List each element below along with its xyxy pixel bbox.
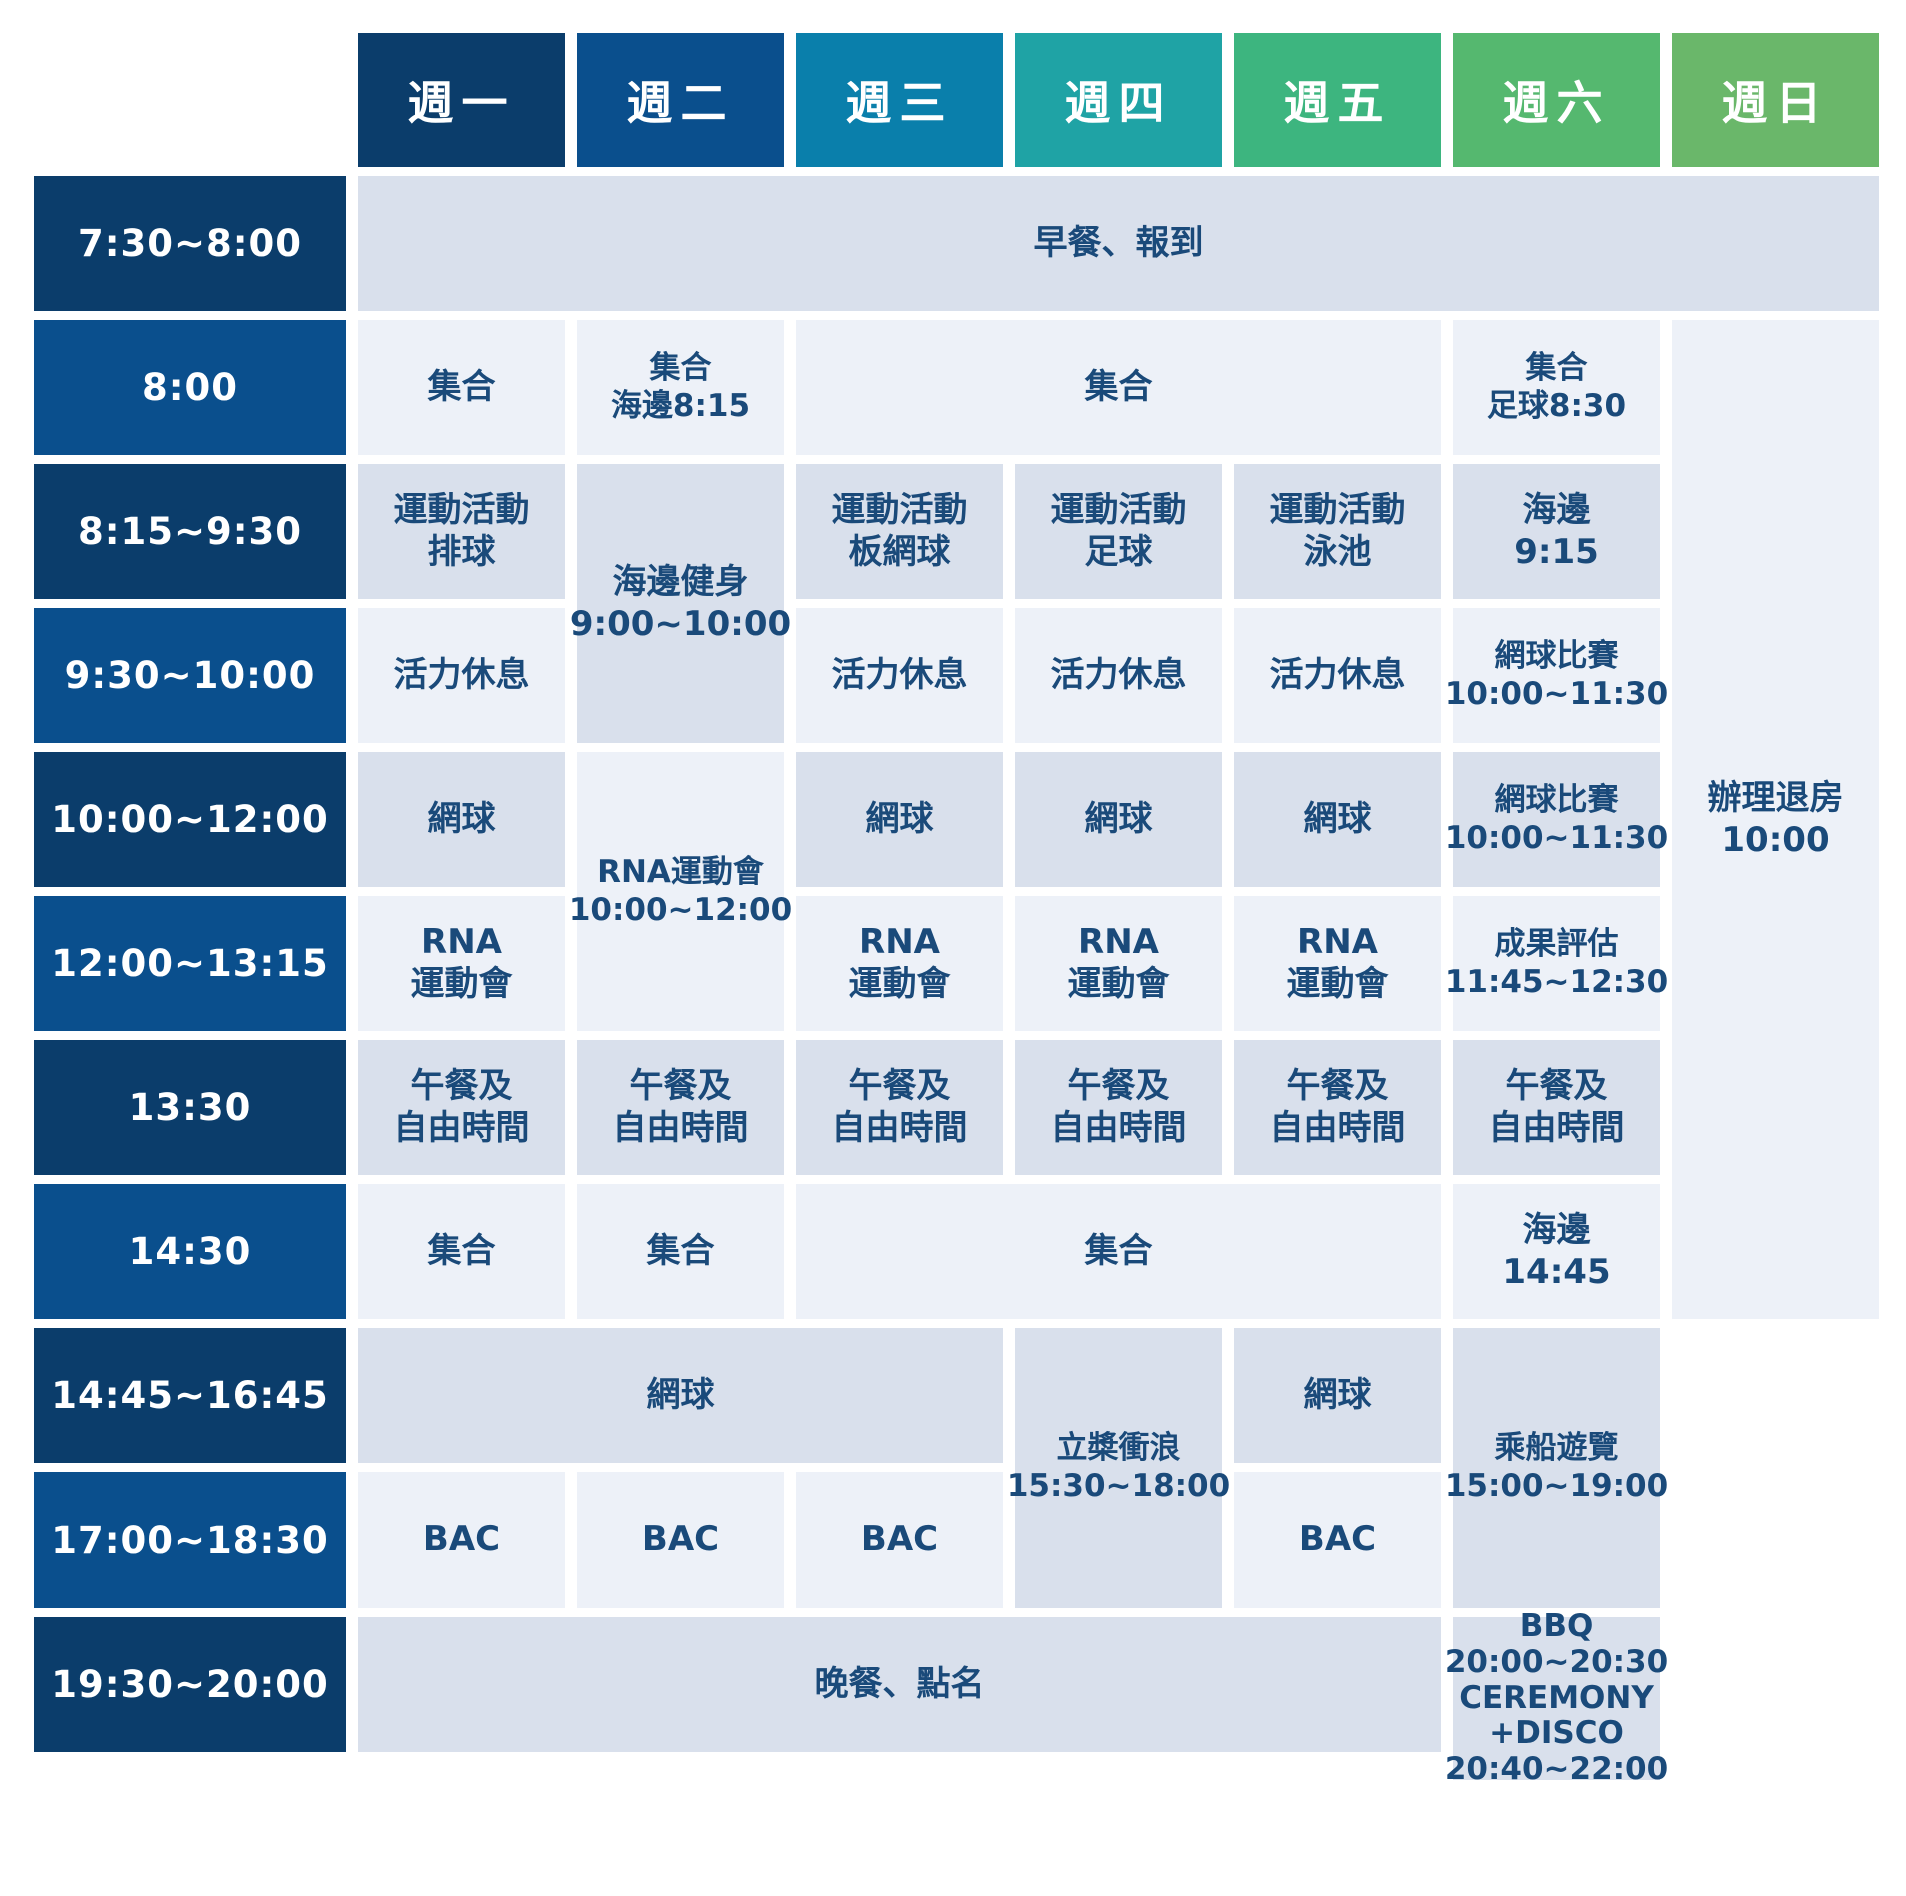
event-beach: 海邊 14:45 [1453, 1184, 1660, 1319]
weekly-schedule-table: 週一 週二 週三 週四 週五 週六 週日 7:30~8:00 8:00 8:15… [34, 33, 1879, 1787]
day-header-sun: 週日 [1672, 33, 1879, 167]
event-evaluation: 成果評估 11:45~12:30 [1445, 896, 1668, 1031]
event-sport: 運動活動 排球 [358, 464, 565, 599]
time-slot: 9:30~10:00 [34, 608, 346, 743]
event-lunch: 午餐及 自由時間 [577, 1040, 784, 1175]
time-slot: 14:45~16:45 [34, 1328, 346, 1463]
event-lunch: 午餐及 自由時間 [358, 1040, 565, 1175]
event-gather: 集合 [577, 1184, 784, 1319]
event-tennis-match: 網球比賽 10:00~11:30 [1445, 752, 1668, 887]
day-header-thu: 週四 [1015, 33, 1222, 167]
event-gather-soccer: 集合 足球8:30 [1453, 320, 1660, 455]
event-break: 活力休息 [358, 608, 565, 743]
event-tennis: 網球 [1234, 1328, 1441, 1463]
time-slot: 10:00~12:00 [34, 752, 346, 887]
day-header-tue: 週二 [577, 33, 784, 167]
event-sport: 運動活動 足球 [1015, 464, 1222, 599]
event-sport: 運動活動 板網球 [796, 464, 1003, 599]
event-rna-games: RNA 運動會 [1234, 896, 1441, 1031]
event-break: 活力休息 [1234, 608, 1441, 743]
event-bac: BAC [577, 1472, 784, 1608]
event-sup-surfing: 立槳衝浪 15:30~18:00 [1007, 1328, 1230, 1608]
event-tennis: 網球 [358, 752, 565, 887]
event-gather-beach: 集合 海邊8:15 [577, 320, 784, 455]
event-rna-games: RNA 運動會 [796, 896, 1003, 1031]
event-tennis: 網球 [1015, 752, 1222, 887]
event-bac: BAC [796, 1472, 1003, 1608]
event-sport: 運動活動 泳池 [1234, 464, 1441, 599]
event-tennis: 網球 [1234, 752, 1441, 887]
event-gather: 集合 [796, 1184, 1441, 1319]
event-lunch: 午餐及 自由時間 [1015, 1040, 1222, 1175]
event-lunch: 午餐及 自由時間 [1453, 1040, 1660, 1175]
day-header-sat: 週六 [1453, 33, 1660, 167]
time-slot: 7:30~8:00 [34, 176, 346, 311]
event-beach: 海邊 9:15 [1453, 464, 1660, 599]
event-rna-games: RNA運動會 10:00~12:00 [569, 752, 792, 1031]
event-rna-games: RNA 運動會 [358, 896, 565, 1031]
time-slot: 19:30~20:00 [34, 1617, 346, 1752]
event-gather: 集合 [796, 320, 1441, 455]
event-lunch: 午餐及 自由時間 [796, 1040, 1003, 1175]
event-tennis: 網球 [358, 1328, 1003, 1463]
event-tennis-match: 網球比賽 10:00~11:30 [1445, 608, 1668, 743]
event-gather: 集合 [358, 320, 565, 455]
event-checkout: 辦理退房 10:00 [1672, 320, 1879, 1319]
event-gather: 集合 [358, 1184, 565, 1319]
event-bac: BAC [358, 1472, 565, 1608]
time-slot: 14:30 [34, 1184, 346, 1319]
event-lunch: 午餐及 自由時間 [1234, 1040, 1441, 1175]
day-header-mon: 週一 [358, 33, 565, 167]
event-break: 活力休息 [1015, 608, 1222, 743]
time-slot: 17:00~18:30 [34, 1472, 346, 1608]
time-slot: 8:15~9:30 [34, 464, 346, 599]
time-slot: 13:30 [34, 1040, 346, 1175]
event-breakfast: 早餐、報到 [358, 176, 1879, 311]
day-header-fri: 週五 [1234, 33, 1441, 167]
event-bbq-ceremony: BBQ 20:00~20:30 CEREMONY +DISCO 20:40~22… [1444, 1608, 1669, 1787]
event-tennis: 網球 [796, 752, 1003, 887]
time-slot: 12:00~13:15 [34, 896, 346, 1031]
event-dinner: 晚餐、點名 [358, 1617, 1441, 1752]
event-beach-fitness: 海邊健身 9:00~10:00 [570, 464, 791, 743]
event-break: 活力休息 [796, 608, 1003, 743]
day-header-wed: 週三 [796, 33, 1003, 167]
time-slot: 8:00 [34, 320, 346, 455]
event-boat-tour: 乘船遊覽 15:00~19:00 [1445, 1328, 1668, 1608]
event-bac: BAC [1234, 1472, 1441, 1608]
event-rna-games: RNA 運動會 [1015, 896, 1222, 1031]
